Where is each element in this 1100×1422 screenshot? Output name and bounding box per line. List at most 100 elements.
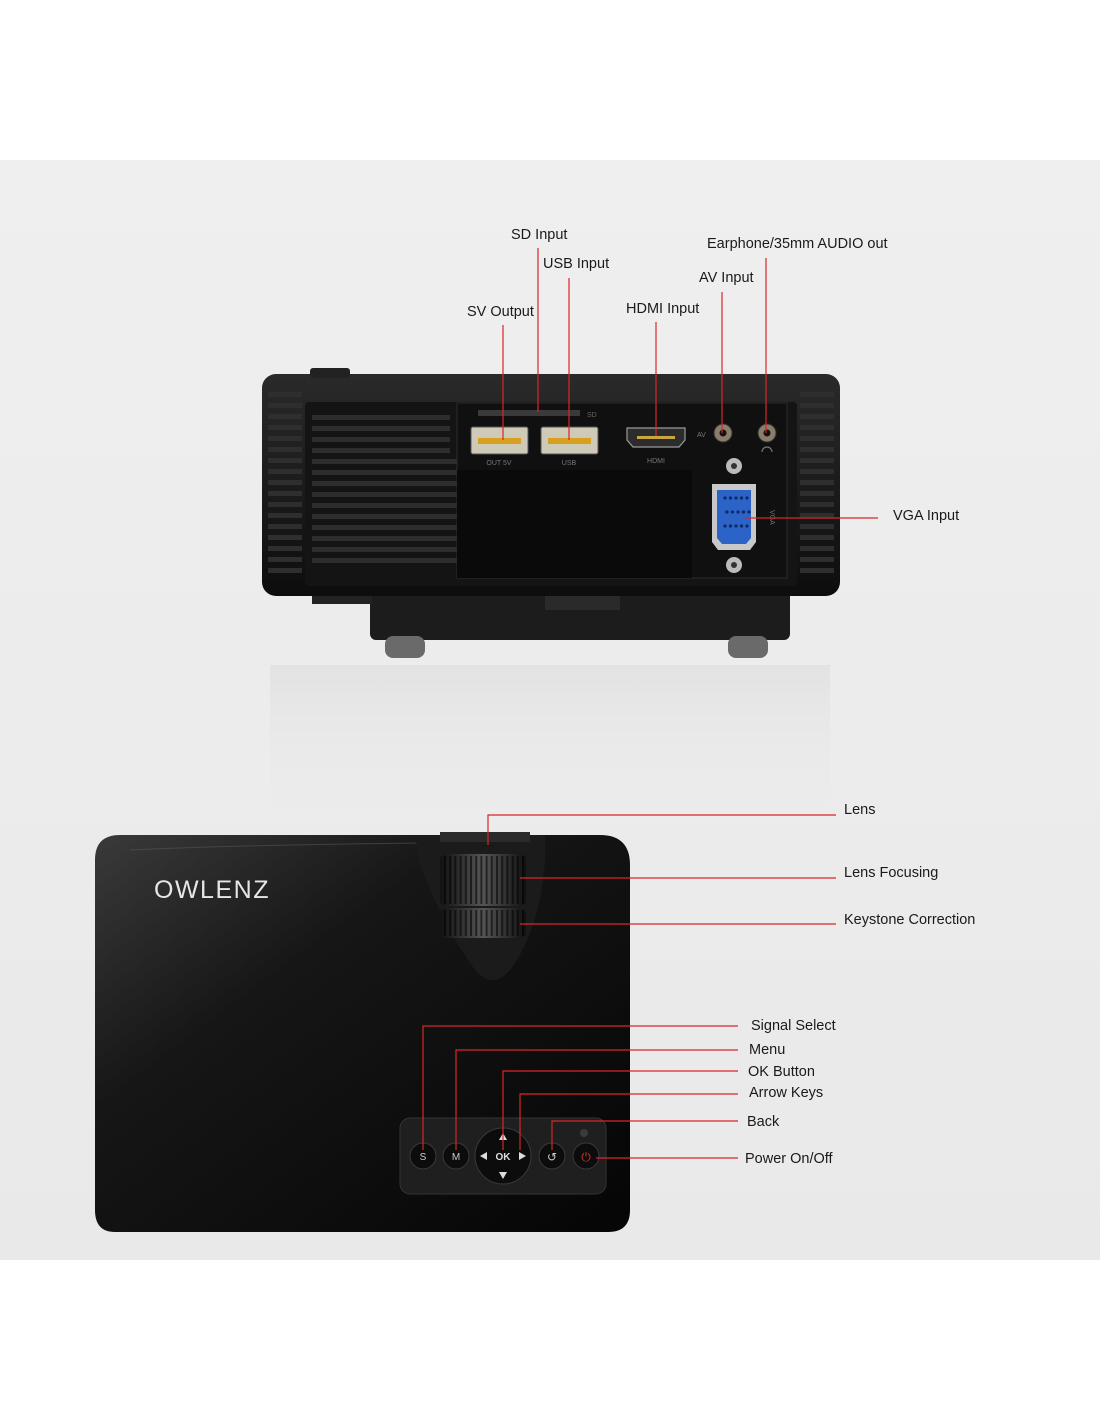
focus-ring-rib [501,856,504,904]
vga-port[interactable] [717,490,751,544]
side-rib [800,458,834,463]
vent-slot [312,415,450,420]
focus-ring-rib [522,856,524,904]
side-rib [800,491,834,496]
signal-select-label: Signal Select [751,1018,836,1034]
side-rib [268,469,302,474]
leader-signal-select [422,1025,738,1150]
vga-pin [723,524,727,528]
side-rib [268,524,302,529]
vga-pin [745,496,749,500]
usb-port-tongue [548,438,591,444]
keystone-ring-rib [444,910,446,936]
side-rib [268,546,302,551]
focus-ring-rib [464,856,467,904]
lens-cap [440,832,530,842]
reflection [270,665,830,815]
side-rib [800,546,834,551]
usb-input-label: USB Input [543,256,610,272]
ok-button-label: OK Button [748,1064,815,1080]
sd-port-label: SD [587,412,597,419]
side-vents-right [800,392,834,573]
brand-logo: OWLENZ [154,876,270,904]
leader-menu [455,1049,738,1150]
side-rib [800,392,834,397]
power-button-cap [572,1142,600,1170]
focus-ring-rib [449,856,452,904]
vga-pin [739,524,744,528]
focus-ring-rib [516,856,519,904]
vga-screw-bottom-center [731,562,737,568]
leader-back [551,1120,738,1150]
side-rib [800,535,834,540]
vent-slot [312,426,450,431]
top-leader-lines [422,814,836,1159]
focus-ring-rib [444,856,446,904]
side-rib [268,458,302,463]
ring-ribs [444,856,524,936]
keystone-ring-rib [506,910,509,936]
keystone-ring-rib [470,910,472,936]
side-rib [268,436,302,441]
keystone-ring-rib [480,910,483,936]
lens-label: Lens [844,802,876,818]
hdmi-pins [637,436,675,439]
keystone-ring-rib [501,910,504,936]
foot-left [385,636,425,658]
arrow-down-icon[interactable] [499,1172,507,1179]
back-label: Back [747,1114,780,1130]
side-rib [800,502,834,507]
power-button[interactable]: ⏻ [572,1142,600,1170]
earphone-out-label: Earphone/35mm AUDIO out [707,236,888,252]
vga-pin [745,524,749,528]
top-key [310,368,350,378]
keystone-ring-rib [522,910,524,936]
side-rib [800,568,834,573]
usb-port-label: USB [562,460,577,467]
arrow-left-icon[interactable] [480,1152,487,1160]
focus-ring-rib [506,856,509,904]
keystone-ring-rib [516,910,519,936]
menu-label: Menu [749,1042,786,1058]
focus-ring-rib [459,856,462,904]
side-rib [268,568,302,573]
vga-pin [734,496,738,500]
side-rib [268,491,302,496]
side-rib [800,513,834,518]
projector-rear-view: SD OUT 5V USB HDMI AV VGA [262,368,840,815]
side-rib [268,513,302,518]
keystone-ring-rib [490,910,493,936]
headphone-icon [761,446,773,453]
side-rib [268,425,302,430]
keystone-ring-rib [459,910,462,936]
projector-top-view: OWLENZ S M OK ↺ ⏻ [95,832,630,1232]
port-board-lower [457,470,692,578]
focus-ring-rib [490,856,493,904]
side-rib [268,557,302,562]
av-input-label: AV Input [699,270,754,286]
sd-card-slot[interactable] [478,410,580,416]
focus-ring-rib [480,856,483,904]
arrow-right-icon[interactable] [519,1152,526,1160]
vga-pin [730,510,735,514]
focus-ring-rib [496,856,498,904]
base [370,590,790,640]
side-rib [268,535,302,540]
side-rib [800,425,834,430]
power-label: Power On/Off [745,1151,833,1167]
vga-pin [728,496,733,500]
side-rib [800,524,834,529]
keystone-ring-rib [511,910,514,936]
usb-out5v-port-label: OUT 5V [486,460,511,467]
keystone-ring-rib [485,910,488,936]
focus-ring-rib [485,856,488,904]
leader-lens [487,814,836,845]
vga-pin [736,510,740,514]
focus-ring-rib [475,856,478,904]
vga-pin [725,510,729,514]
ok-button[interactable]: OK [496,1152,512,1163]
keystone-ring-rib [475,910,478,936]
sd-input-label: SD Input [511,227,568,243]
side-rib [268,392,302,397]
